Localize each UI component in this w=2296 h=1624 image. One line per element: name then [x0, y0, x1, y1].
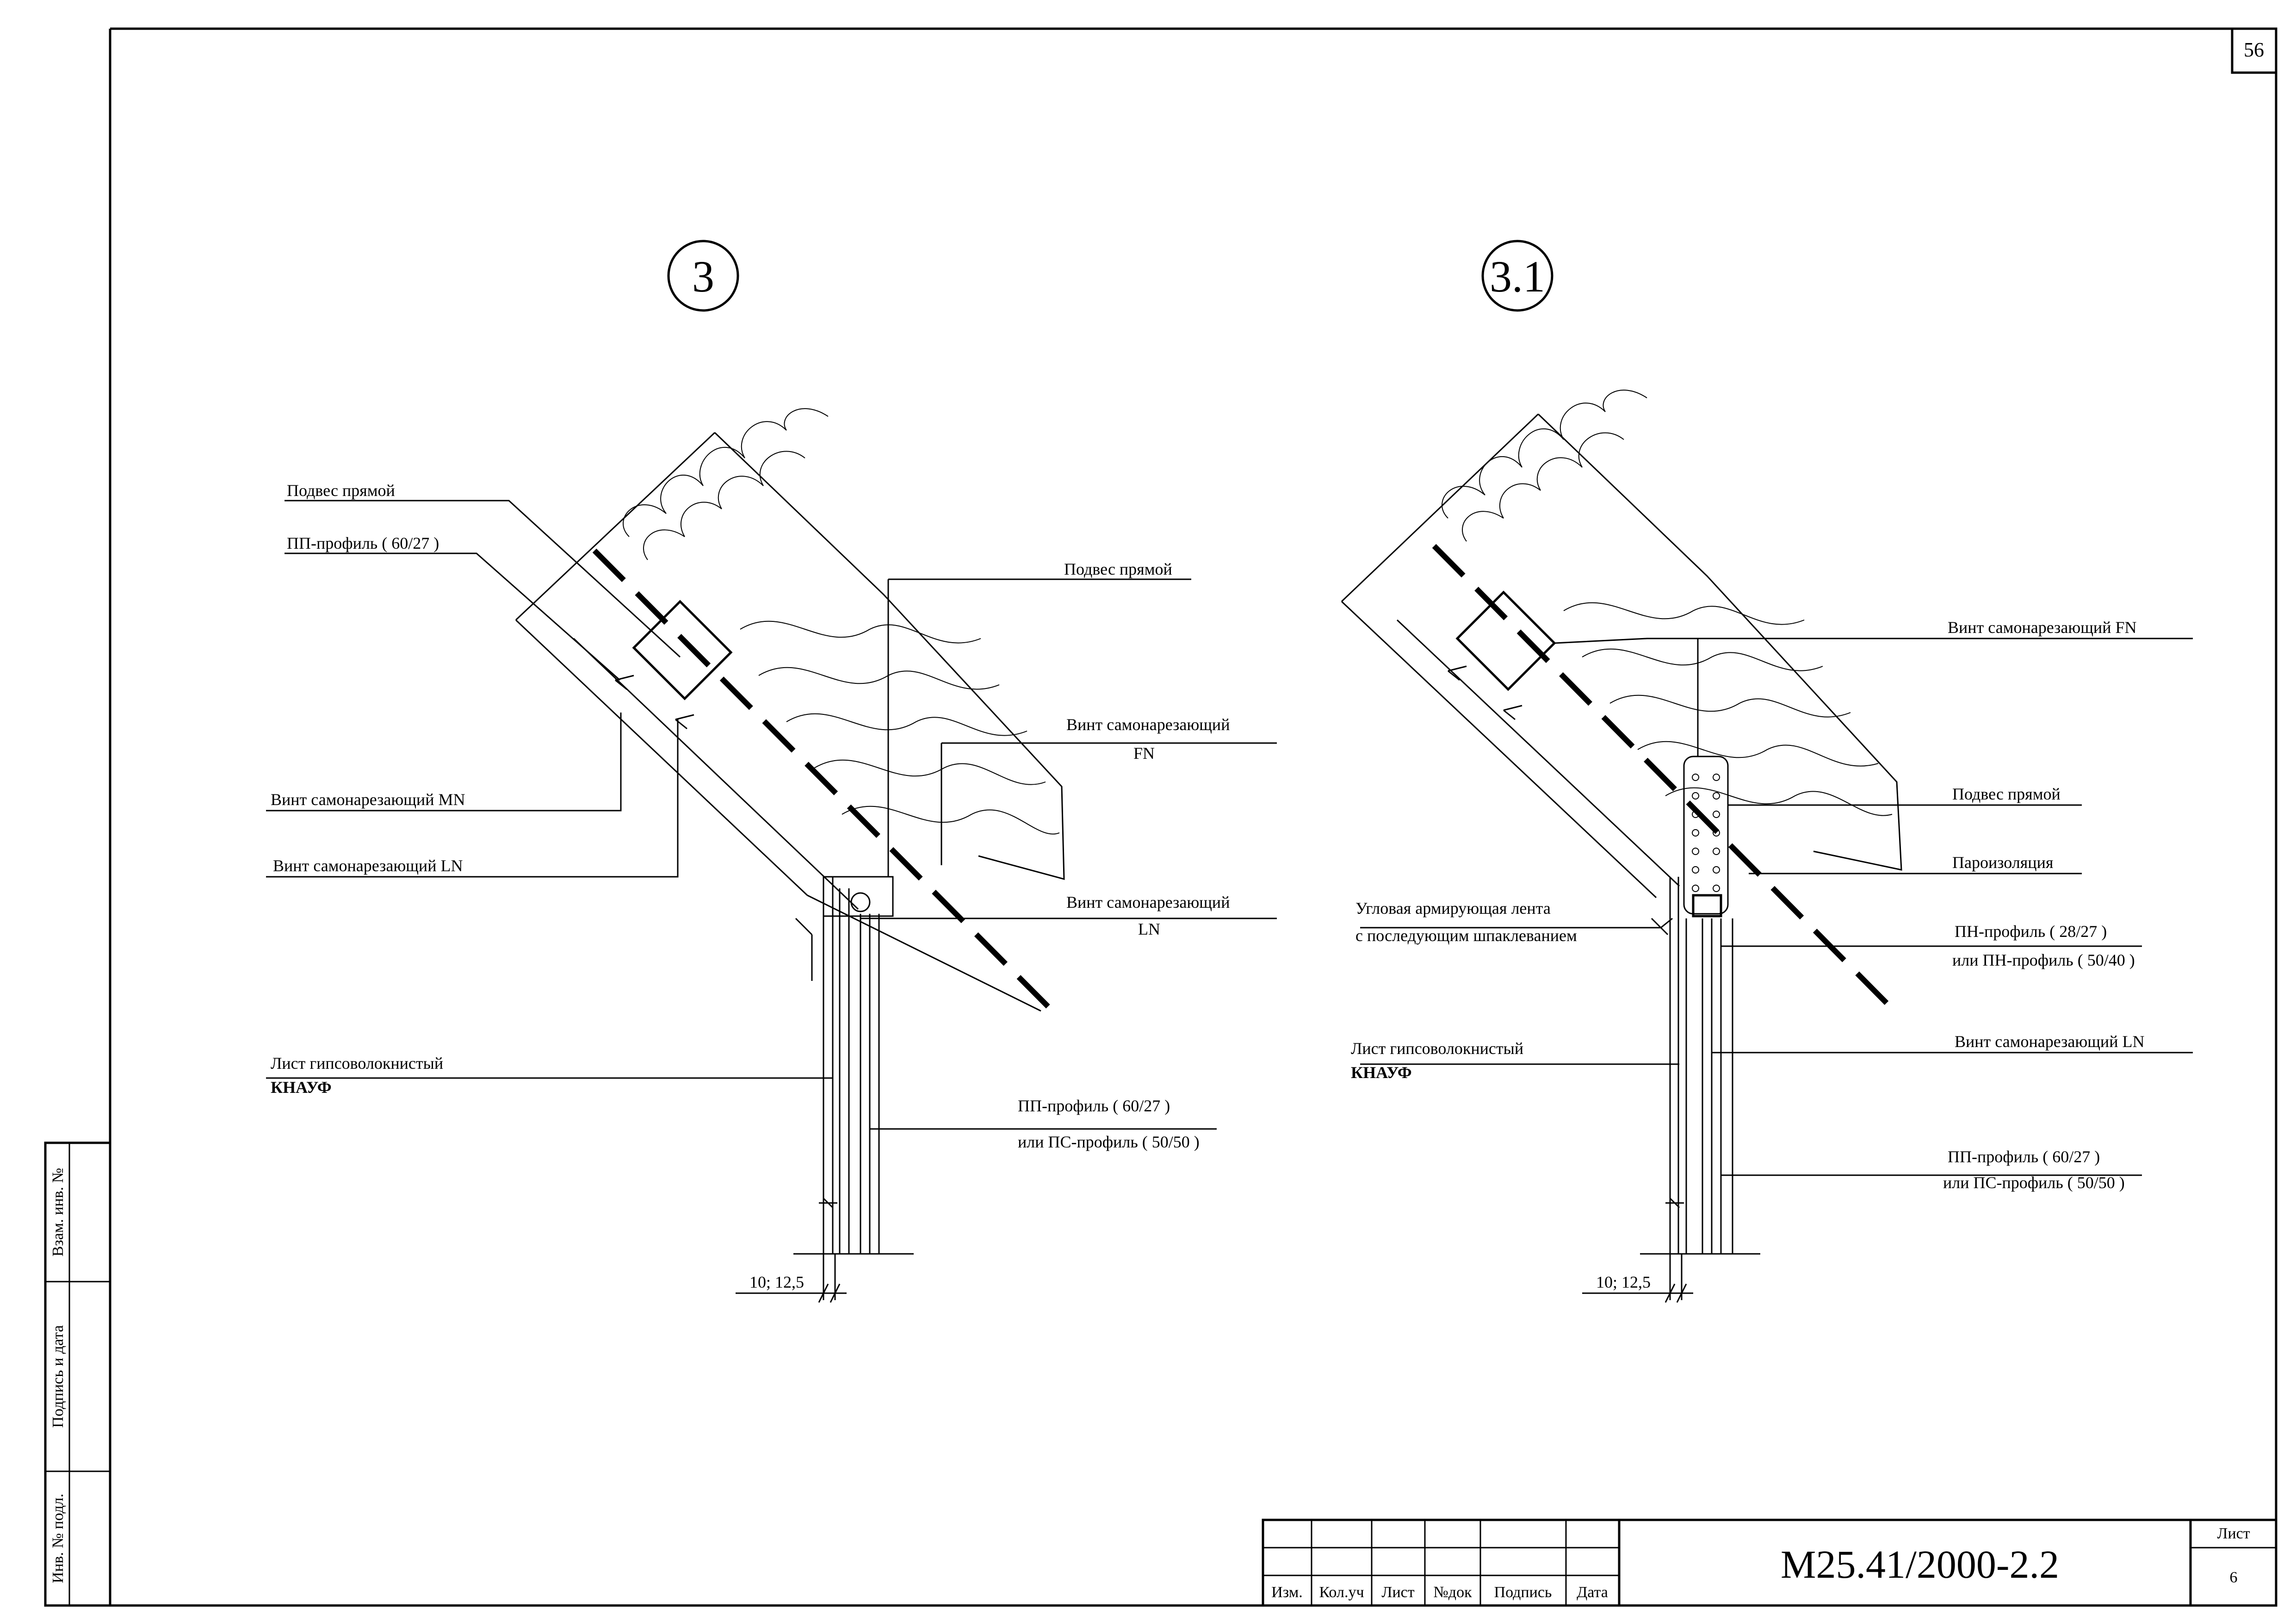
detail-3-1-marker-circle — [1481, 240, 1553, 312]
side-stamp: Взам. инв. № Подпись и дата Инв. № подл. — [44, 1141, 111, 1607]
detail-3-label-screw-ln-left: Винт самонарезающий LN — [273, 856, 463, 875]
detail-3-dimension-text: 10; 12,5 — [749, 1273, 804, 1291]
detail-3-1: 3.1 — [1341, 240, 2193, 1303]
detail-3-label-pp-profile-top: ПП-профиль ( 60/27 ) — [287, 534, 439, 552]
detail-3-label-pp-bottom-1: ПП-профиль ( 60/27 ) — [1018, 1097, 1170, 1115]
detail-3-label-hanger-right: Подвес прямой — [1064, 560, 1172, 578]
tb-col-kolvo: Кол.уч — [1319, 1584, 1364, 1601]
detail-3-label-screw-mn: Винт самонарезающий MN — [271, 790, 465, 809]
detail-3-label-hanger-top: Подвес прямой — [287, 481, 395, 500]
side-stamp-field2: Подпись и дата — [50, 1325, 67, 1428]
detail-3-1-hanger — [1683, 756, 1729, 915]
tb-col-podpis: Подпись — [1494, 1584, 1552, 1601]
detail-3-slope-assembly — [515, 408, 1065, 1012]
detail-3-label-screw-ln-right-2: LN — [1138, 920, 1160, 938]
detail-3-1-label-pn-profile-2: или ПН-профиль ( 50/40 ) — [1952, 951, 2135, 969]
side-stamp-field3: Инв. № подл. — [50, 1494, 67, 1583]
detail-3-1-label-pp-profile-2: или ПС-профиль ( 50/50 ) — [1943, 1173, 2125, 1192]
detail-3-1-marker: 3.1 — [1490, 252, 1545, 301]
side-stamp-field1: Взам. инв. № — [50, 1168, 67, 1257]
detail-3-1-label-hanger: Подвес прямой — [1952, 785, 2061, 803]
sheet-label: Лист — [2217, 1525, 2250, 1542]
detail-3-dimension: 10; 12,5 — [736, 1254, 847, 1303]
tb-col-data: Дата — [1577, 1584, 1608, 1601]
detail-3-1-label-corner-tape-1: Угловая армирующая лента — [1355, 899, 1551, 917]
sheet-frame — [109, 27, 2277, 1607]
detail-3-leaders — [266, 500, 1277, 1130]
detail-3-label-gypsum-1: Лист гипсоволокнистый — [271, 1054, 443, 1072]
detail-3-1-label-pp-profile-1: ПП-профиль ( 60/27 ) — [1948, 1147, 2100, 1166]
detail-3-label-screw-fn-1: Винт самонарезающий — [1066, 715, 1230, 734]
doc-code: M25.41/2000-2.2 — [1781, 1542, 2059, 1587]
detail-3-1-slope-assembly — [1341, 390, 1902, 1011]
detail-3-1-label-screw-fn: Винт самонарезающий FN — [1948, 618, 2136, 637]
tb-col-list: Лист — [1381, 1584, 1414, 1601]
detail-3-label-screw-fn-2: FN — [1133, 744, 1155, 762]
sheet-number: 6 — [2230, 1569, 2238, 1586]
tb-col-ndok: №док — [1433, 1584, 1472, 1601]
detail-3-label-gypsum-2: КНАУФ — [271, 1078, 332, 1097]
title-block: Изм. Кол.уч Лист №док Подпись Дата M25.4… — [1262, 1519, 2277, 1607]
detail-3-1-label-screw-ln: Винт самонарезающий LN — [1955, 1032, 2144, 1051]
detail-3-1-label-pn-profile-1: ПН-профиль ( 28/27 ) — [1955, 922, 2107, 941]
detail-3-1-dimension: 10; 12,5 — [1582, 1254, 1693, 1303]
detail-3-1-label-vapor-barrier: Пароизоляция — [1952, 853, 2053, 872]
detail-3-marker: 3 — [692, 252, 714, 301]
top-number: 56 — [2244, 38, 2264, 61]
detail-3-1-dimension-text: 10; 12,5 — [1596, 1273, 1651, 1291]
detail-3-label-pp-bottom-2: или ПС-профиль ( 50/50 ) — [1018, 1133, 1200, 1151]
detail-3-1-hanger-holes — [1692, 774, 1720, 892]
detail-3-1-wall — [1640, 877, 1760, 1255]
detail-3-1-label-gypsum-2: КНАУФ — [1351, 1063, 1412, 1082]
detail-3-wall — [793, 877, 914, 1255]
detail-3-marker-circle — [667, 240, 739, 312]
detail-3-1-label-corner-tape-2: с последующим шпаклеванием — [1355, 926, 1577, 945]
detail-3: 3 — [266, 240, 1277, 1303]
top-number-box: 56 — [2231, 27, 2277, 74]
detail-3-1-leaders — [1360, 638, 2193, 1176]
detail-3-label-screw-ln-right-1: Винт самонарезающий — [1066, 893, 1230, 911]
tb-col-izm: Изм. — [1271, 1584, 1303, 1601]
detail-3-1-label-gypsum-1: Лист гипсоволокнистый — [1351, 1039, 1523, 1058]
